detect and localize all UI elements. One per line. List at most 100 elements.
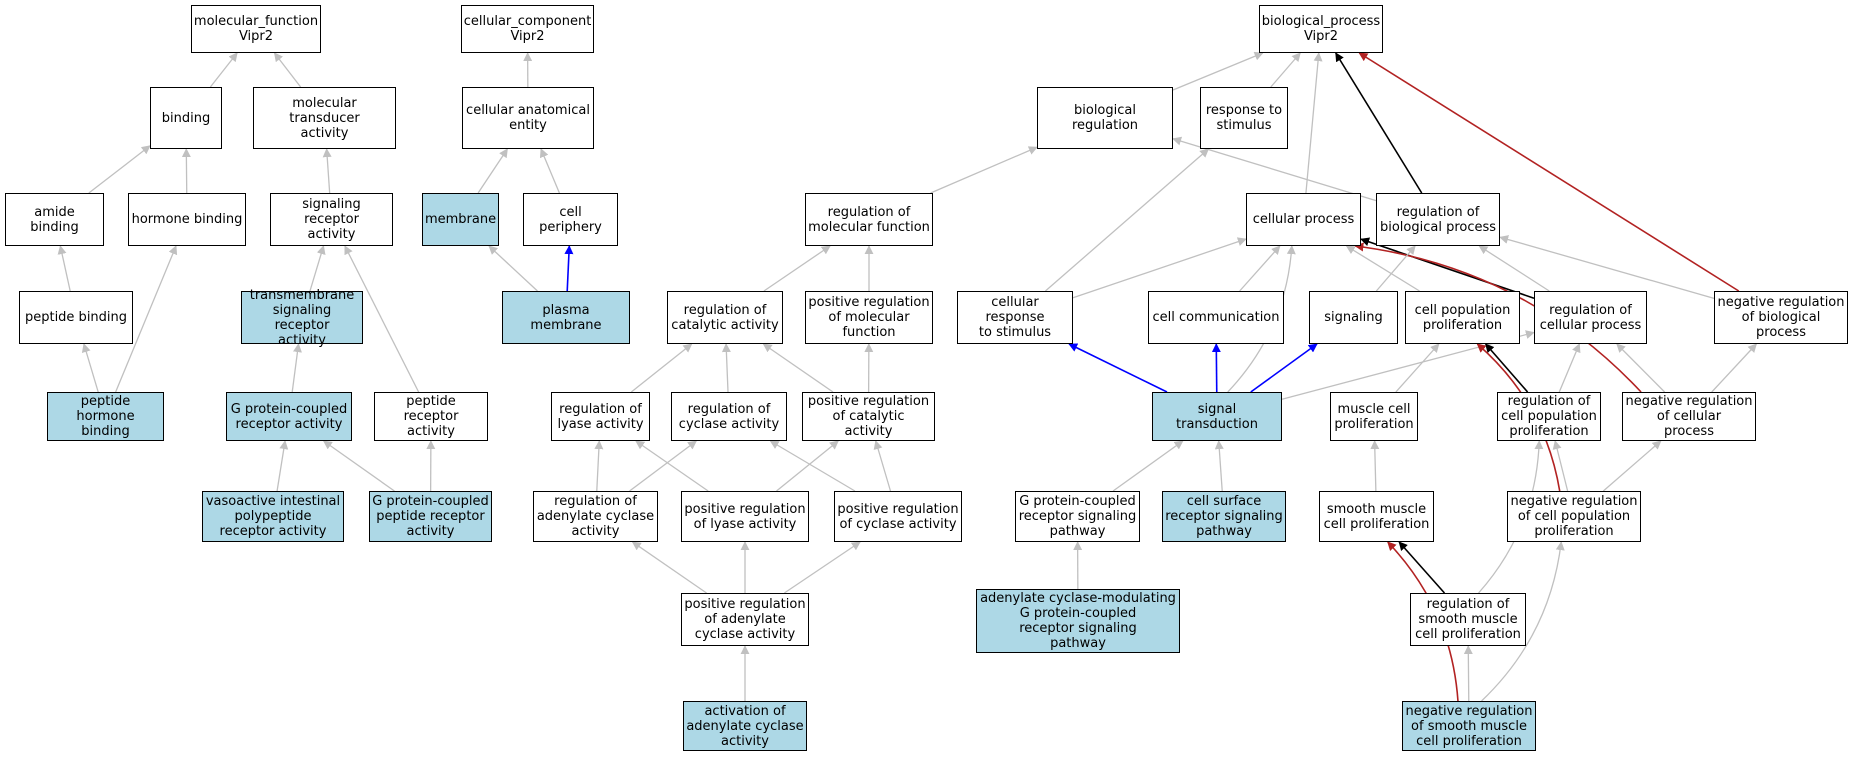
go-term-node-amide-binding[interactable]: amide binding [5,193,104,246]
edge-gray-71 [1463,645,1473,702]
go-term-node-positive-regulation[interactable]: positive regulation of adenylate cyclase… [681,593,809,646]
go-term-node-regulation-of[interactable]: regulation of adenylate cyclase activity [533,491,658,542]
go-term-node-smooth-muscle[interactable]: smooth muscle cell proliferation [1319,491,1434,542]
edge-gray-57 [1214,440,1224,492]
go-term-node-biological-process[interactable]: biological_process Vipr2 [1259,5,1383,53]
edge-gray-50 [784,541,861,594]
edge-gray-72 [1481,541,1565,702]
go-term-node-negative-regulation[interactable]: negative regulation of cellular process [1622,392,1756,441]
go-term-node-signaling[interactable]: signaling [1309,291,1398,344]
go-term-node-positive-regulation[interactable]: positive regulation of lyase activity [681,491,809,542]
edge-gray-40 [762,343,834,393]
edge-gray-36 [763,245,831,292]
go-term-node-peptide-binding[interactable]: peptide binding [19,291,133,344]
go-term-node-cellular-anatomical[interactable]: cellular anatomical entity [462,87,594,149]
go-term-node-negative-regulation[interactable]: negative regulation of smooth muscle cel… [1402,701,1536,751]
edge-gray-34 [1478,245,1550,292]
edge-gray-48 [631,541,707,594]
go-term-node-regulation-of[interactable]: regulation of catalytic activity [667,291,783,344]
go-term-node-negative-regulation[interactable]: negative regulation of cell population p… [1507,491,1641,542]
go-term-node-membrane[interactable]: membrane [422,193,499,246]
edge-gray-2 [88,145,151,194]
edge-gray-6 [81,343,99,393]
edge-gray-67 [1602,440,1662,492]
go-term-node-negative-regulation[interactable]: negative regulation of biological proces… [1714,291,1848,344]
edge-black-68 [1398,541,1446,594]
go-term-node-molecular-function[interactable]: molecular_function Vipr2 [191,5,321,53]
go-term-node-positive-regulation[interactable]: positive regulation of molecular functio… [805,291,933,344]
edge-gray-20 [1270,52,1301,88]
go-term-node-transmembrane[interactable]: transmembrane signaling receptor activit… [241,288,363,348]
go-term-node-positive-regulation[interactable]: positive regulation of cyclase activity [834,491,962,542]
edge-blue-52 [1068,343,1168,393]
go-term-node-regulation-of[interactable]: regulation of biological process [1376,193,1500,246]
go-term-node-cell-population[interactable]: cell population proliferation [1405,291,1520,344]
edge-gray-12 [322,440,395,492]
edge-gray-16 [539,148,561,194]
go-term-node-regulation-of[interactable]: regulation of molecular function [805,193,933,246]
edge-blue-54 [1250,343,1318,393]
edge-gray-43 [629,440,698,492]
go-term-node-plasma-membrane[interactable]: plasma membrane [502,291,630,344]
edge-gray-39 [721,343,731,393]
edge-gray-5 [57,245,71,292]
edge-black-60 [1485,343,1529,393]
go-term-node-muscle-cell[interactable]: muscle cell proliferation [1330,392,1418,441]
edge-gray-9 [291,343,302,393]
go-term-node-cell-surface[interactable]: cell surface receptor signaling pathway [1162,491,1286,542]
edge-gray-45 [776,440,839,492]
go-term-node-response-to[interactable]: response to stimulus [1200,87,1288,149]
go-term-node-cell-periphery[interactable]: cell periphery [523,193,618,246]
edge-gray-64 [1370,440,1380,492]
edge-gray-62 [1616,343,1666,393]
go-term-node-g-protein-coupled[interactable]: G protein-coupled receptor activity [226,392,352,441]
edge-gray-19 [1172,51,1264,91]
edge-gray-44 [635,440,709,492]
go-term-node-peptide-receptor[interactable]: peptide receptor activity [374,392,488,441]
go-term-node-peptide-hormone[interactable]: peptide hormone binding [47,392,164,441]
go-term-node-cellular-component[interactable]: cellular_component Vipr2 [461,5,594,53]
edge-gray-24 [930,146,1038,194]
edge-gray-29 [1345,245,1420,292]
edge-gray-10 [344,245,420,393]
go-term-node-cell-communication[interactable]: cell communication [1148,291,1284,344]
edge-gray-46 [769,440,856,492]
go-term-node-binding[interactable]: binding [150,87,222,149]
edge-gray-26 [1044,148,1210,292]
edge-blue-18 [564,245,574,292]
edge-red-23 [1358,52,1740,292]
go-term-node-signal-transduction[interactable]: signal transduction [1152,392,1282,441]
edge-gray-1 [273,52,302,88]
edge-gray-61 [1558,343,1581,393]
edge-gray-15 [477,148,508,194]
go-term-node-signaling-receptor[interactable]: signaling receptor activity [270,193,393,246]
go-term-node-vasoactive-intestinal[interactable]: vasoactive intestinal polypeptide recept… [202,491,344,542]
go-term-node-activation-of[interactable]: activation of adenylate cyclase activity [683,701,807,751]
go-term-node-regulation-of[interactable]: regulation of smooth muscle cell prolife… [1410,593,1526,646]
go-term-node-regulation-of[interactable]: regulation of cyclase activity [671,392,787,441]
go-term-node-molecular-transducer[interactable]: molecular transducer activity [253,87,396,149]
edge-gray-35 [1499,235,1715,299]
edge-gray-7 [115,245,178,393]
go-term-node-cellular-process[interactable]: cellular process [1246,193,1361,246]
go-term-node-regulation-of[interactable]: regulation of cellular process [1534,291,1647,344]
go-term-node-hormone-binding[interactable]: hormone binding [128,193,246,246]
go-term-node-regulation-of[interactable]: regulation of lyase activity [551,392,650,441]
edge-gray-11 [276,440,289,492]
go-term-node-cellular-response[interactable]: cellular response to stimulus [957,291,1073,344]
go-term-node-g-protein-coupled[interactable]: G protein-coupled peptide receptor activ… [369,491,492,542]
edge-gray-63 [1711,343,1757,393]
edge-black-30 [1360,237,1535,299]
edge-gray-56 [1112,440,1184,492]
edge-gray-38 [630,343,693,393]
edge-gray-66 [1552,440,1569,492]
go-term-node-biological-regulation[interactable]: biological regulation [1037,87,1173,149]
go-term-node-g-protein-coupled[interactable]: G protein-coupled receptor signaling pat… [1015,491,1140,542]
go-term-node-positive-regulation[interactable]: positive regulation of catalytic activit… [802,392,935,441]
edge-gray-8 [309,245,326,292]
edge-gray-33 [1375,245,1416,292]
go-term-node-regulation-of[interactable]: regulation of cell population proliferat… [1497,392,1601,441]
go-term-node-adenylate-cyclase-modulating[interactable]: adenylate cyclase-modulating G protein-c… [976,589,1180,653]
edge-gray-17 [488,245,538,292]
